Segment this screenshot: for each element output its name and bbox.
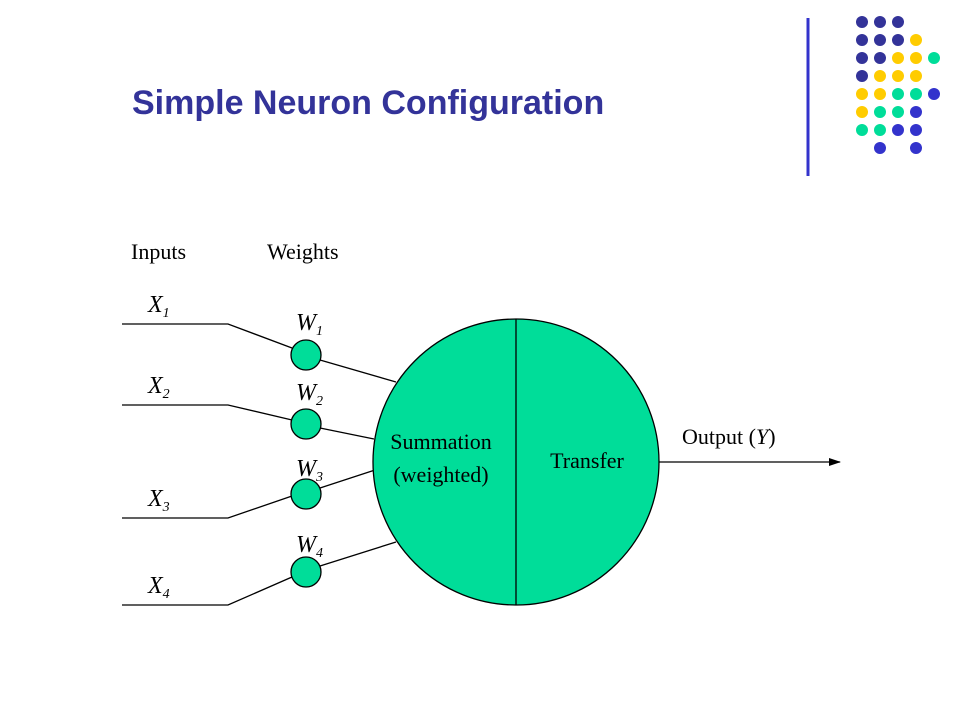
input-line-3: [122, 495, 293, 519]
decor-dot: [910, 106, 922, 118]
weight-label-2: W2: [296, 380, 323, 409]
decor-dot: [892, 70, 904, 82]
decor-dot: [892, 124, 904, 136]
decor-dot: [856, 52, 868, 64]
weights-header: Weights: [267, 239, 339, 264]
input-label-1: X1: [147, 292, 170, 321]
decor-dot: [874, 16, 886, 28]
weight-link-1: [319, 359, 397, 383]
slide-title: Simple Neuron Configuration: [132, 84, 605, 122]
weight-node-2: [290, 408, 322, 440]
decor-dot: [856, 124, 868, 136]
transfer-label: Transfer: [550, 448, 624, 473]
summation-sublabel: (weighted): [393, 462, 488, 487]
decor-dot: [928, 52, 940, 64]
output-label: Output (Y): [682, 424, 776, 449]
decor-dot: [928, 88, 940, 100]
decor-dot: [892, 88, 904, 100]
weight-node-4: [290, 556, 322, 588]
decor-dot: [910, 142, 922, 154]
decor-dot: [892, 106, 904, 118]
weight-link-3: [319, 469, 376, 489]
decor-dot: [874, 88, 886, 100]
decor-dot: [874, 52, 886, 64]
input-label-2: X2: [147, 373, 170, 402]
weight-label-1: W1: [296, 310, 323, 339]
weight-node-1: [290, 339, 322, 371]
input-lines: [122, 323, 397, 606]
input-line-1: [122, 323, 293, 349]
decor-dot: [910, 52, 922, 64]
weight-link-2: [319, 427, 375, 440]
weight-link-4: [319, 541, 397, 567]
decor-dot: [874, 106, 886, 118]
input-line-4: [122, 576, 293, 606]
decor-dot: [856, 34, 868, 46]
decor-dot: [856, 106, 868, 118]
inputs-header: Inputs: [131, 239, 186, 264]
decor-dot: [910, 124, 922, 136]
decor-dot: [856, 70, 868, 82]
weight-nodes: [290, 339, 322, 588]
weight-label-4: W4: [296, 532, 323, 561]
summation-label: Summation: [390, 429, 491, 454]
decor-dot: [856, 88, 868, 100]
decor-dot: [856, 16, 868, 28]
input-label-4: X4: [147, 573, 170, 602]
decor-dot: [874, 142, 886, 154]
decor-dot: [874, 70, 886, 82]
weight-node-3: [290, 478, 322, 510]
decor-dot: [892, 16, 904, 28]
decor-dot: [892, 34, 904, 46]
decor-dot: [910, 70, 922, 82]
input-label-3: X3: [147, 486, 170, 515]
decor-dot: [874, 124, 886, 136]
input-line-2: [122, 404, 293, 421]
decor-dot: [910, 34, 922, 46]
decor-dot: [874, 34, 886, 46]
decor-dot: [910, 88, 922, 100]
weight-label-3: W3: [296, 456, 323, 485]
decorative-dot-grid: [856, 16, 940, 154]
decor-dot: [892, 52, 904, 64]
